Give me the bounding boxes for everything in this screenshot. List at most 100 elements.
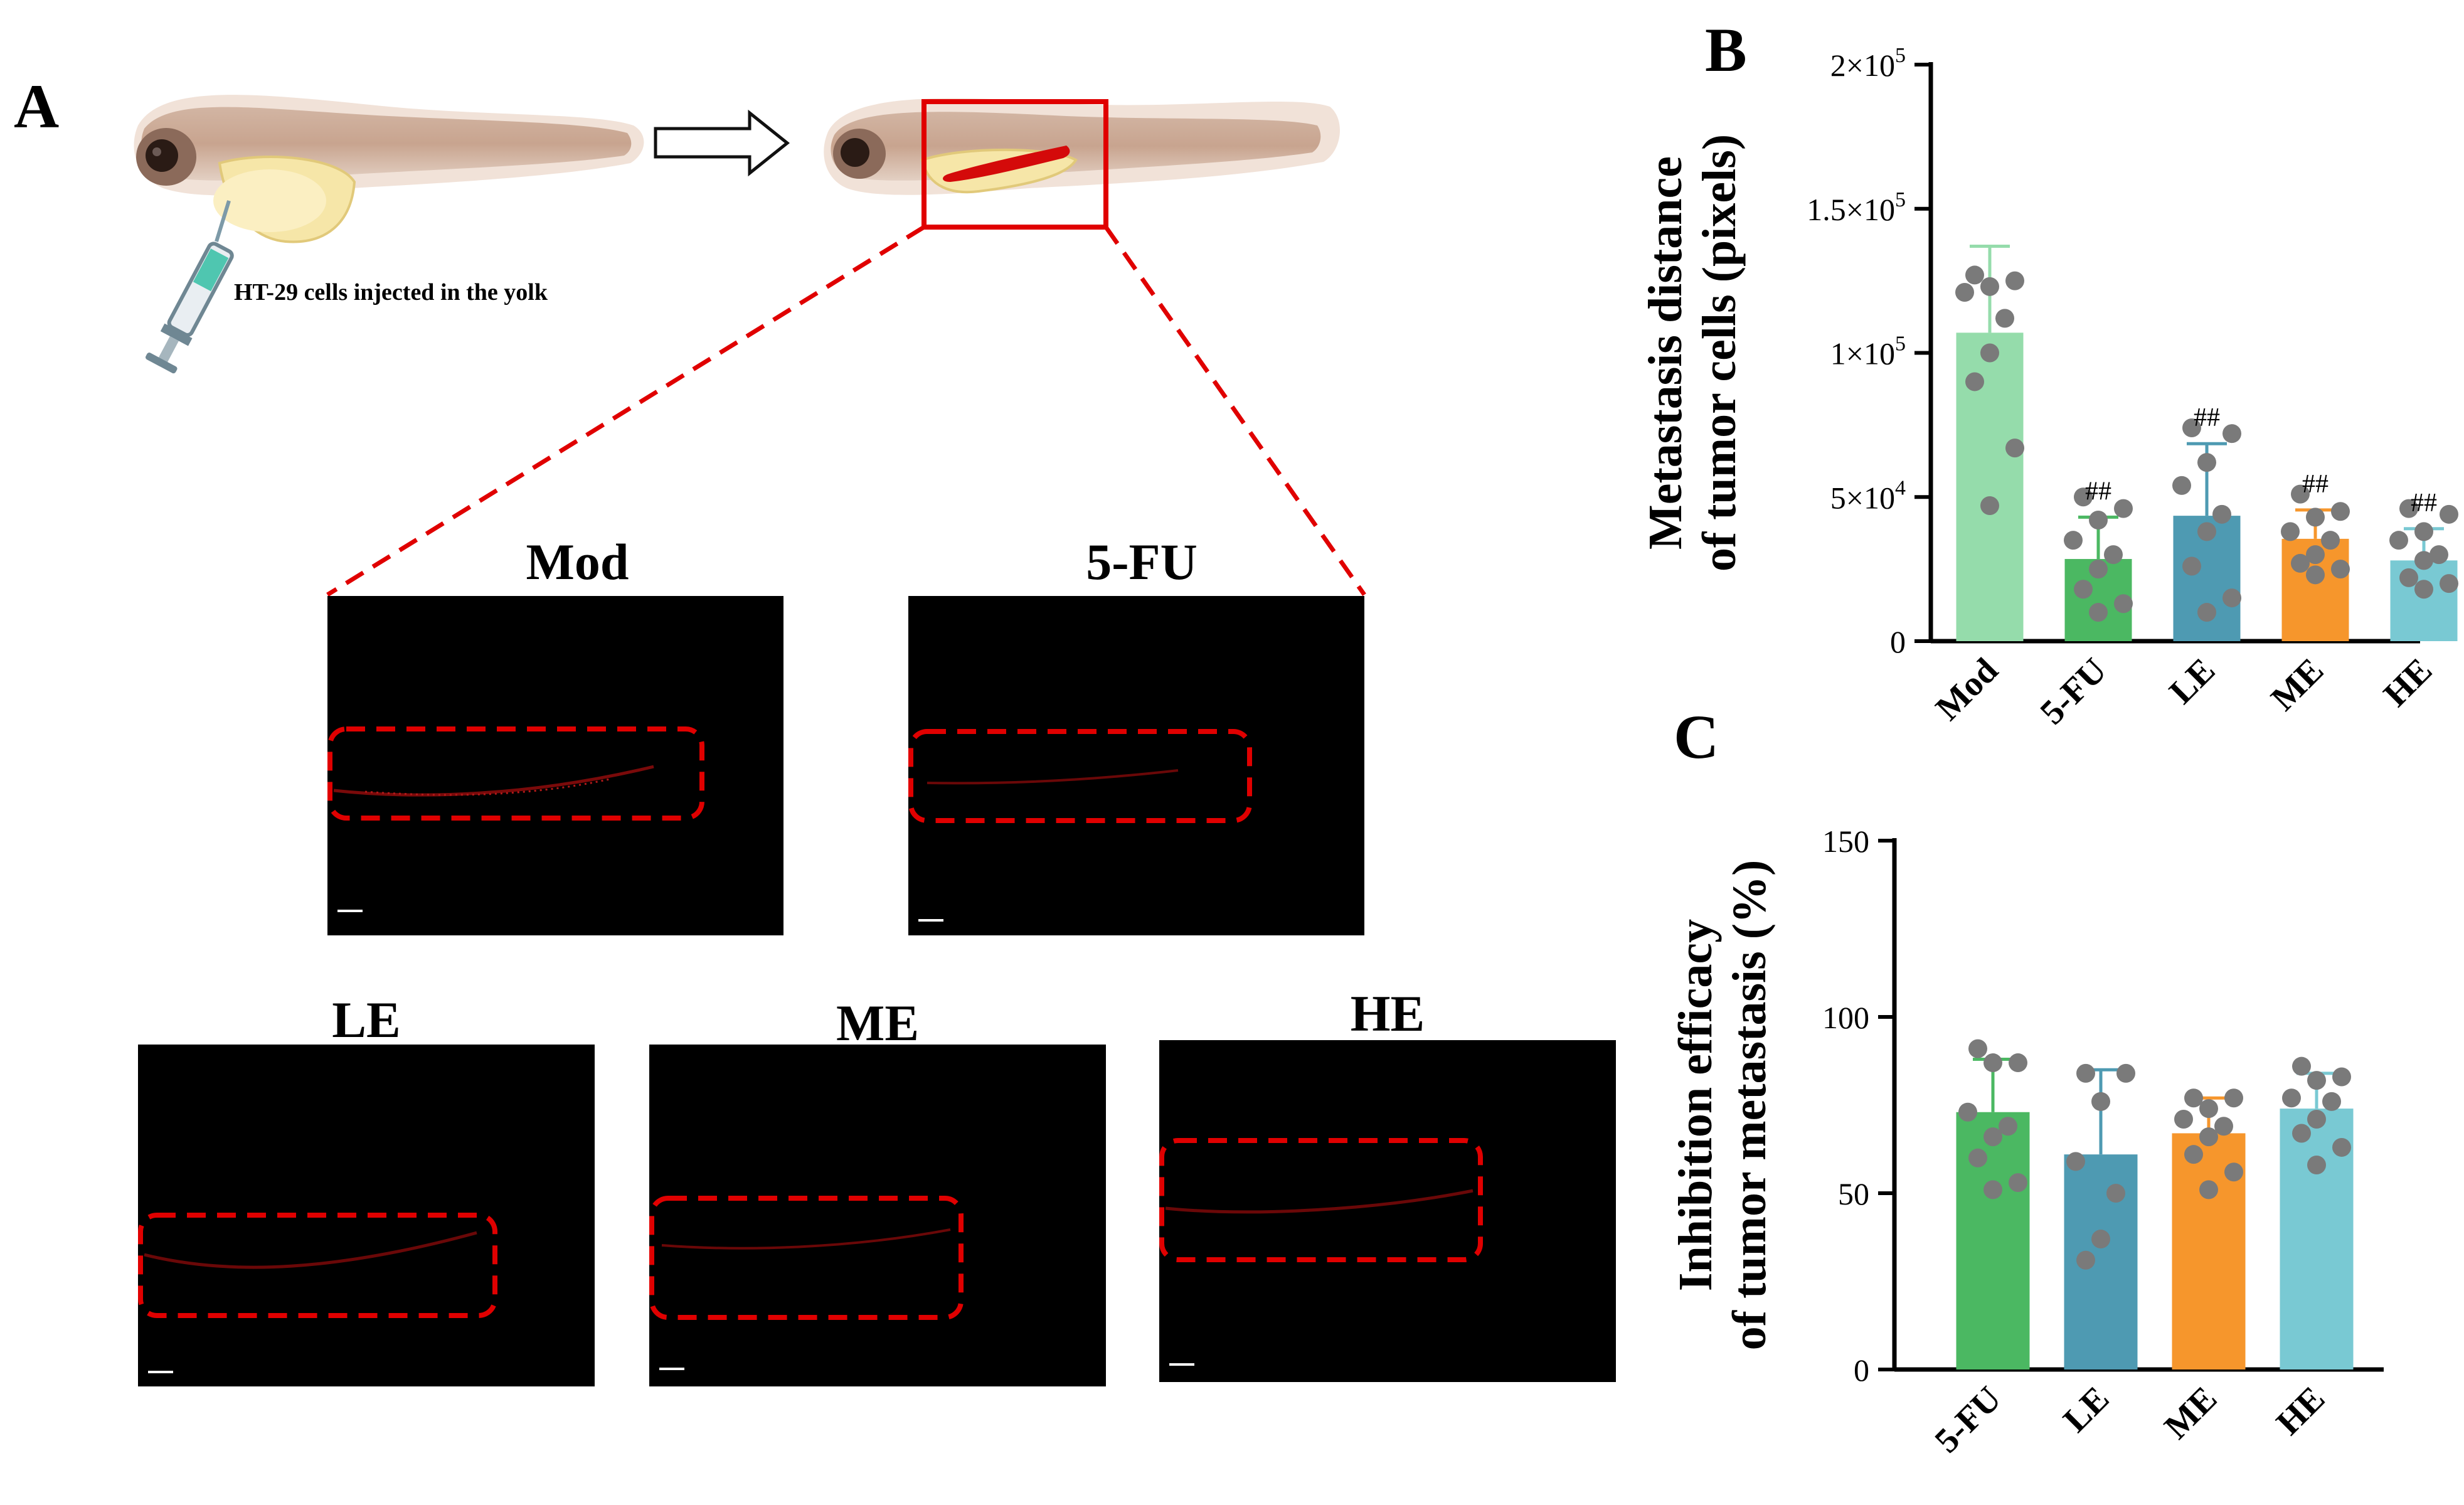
zoom-highlight-box	[921, 99, 1108, 230]
panel-label-c: C	[1674, 702, 1719, 772]
chart-c-data-point	[2332, 1137, 2351, 1157]
chart-c-data-point	[2184, 1088, 2203, 1108]
chart-b-data-point	[2306, 545, 2325, 565]
panel-label-b: B	[1705, 15, 1747, 85]
chart-b-data-point	[2399, 568, 2418, 587]
chart-c-x-tick-label: ME	[2157, 1379, 2225, 1447]
micrograph-le	[138, 1045, 595, 1386]
chart-b-data-point	[2414, 551, 2433, 570]
chart-b-data-point	[2281, 522, 2300, 541]
chart-b-significance-label: ##	[2411, 489, 2437, 518]
chart-b-x-tick-label: ME	[2264, 651, 2332, 718]
schematic-illustration: HT-29 cells injected in the yolk	[134, 95, 1366, 597]
micrograph-title-he: HE	[1350, 985, 1425, 1042]
chart-c-data-point	[2199, 1127, 2218, 1147]
chart-b-data-point	[2306, 508, 2325, 527]
chart-c-data-point	[2116, 1063, 2135, 1083]
chart-b-significance-label: ##	[2302, 470, 2329, 499]
chart-b-y-tick-label: 0	[1890, 624, 1906, 659]
chart-b-data-point	[2005, 439, 2024, 458]
micrograph-5fu	[908, 596, 1364, 935]
chart-b-data-point	[2414, 522, 2433, 541]
chart-c-data-point	[1958, 1102, 1977, 1122]
chart-b-y-tick-label-base: 0	[1890, 624, 1906, 659]
chart-b-y-tick-label-base: 1×10	[1830, 336, 1895, 371]
chart-b-data-point	[2074, 580, 2093, 599]
chart-b-y-label-line2: of tumor cells (pixels)	[1693, 134, 1746, 572]
chart-b-data-point	[2197, 453, 2216, 472]
chart-b-y-tick-label-base: 1.5×10	[1807, 192, 1895, 227]
chart-b-y-tick-label-base: 2×10	[1830, 48, 1895, 83]
chart-b-data-point	[2440, 504, 2458, 524]
chart-b-x-tick-label: Mod	[1928, 651, 2005, 728]
chart-b-y-label-line1: Metastasis distance	[1639, 156, 1692, 550]
micrograph-title-le: LE	[332, 991, 401, 1048]
chart-c-data-point	[2322, 1092, 2341, 1111]
chart-b-data-point	[2212, 504, 2231, 524]
chart-c-data-point	[2224, 1088, 2243, 1108]
chart-b-x-tick-label: HE	[2376, 651, 2440, 714]
chart-b-data-point	[2074, 487, 2093, 507]
arrow-right-icon	[654, 109, 790, 177]
chart-c-data-point	[2282, 1088, 2301, 1108]
chart-b-data-point	[1965, 372, 1984, 391]
chart-c-y-tick-label-base: 100	[1822, 1000, 1869, 1035]
chart-b-y-tick-label-base: 5×10	[1830, 480, 1895, 515]
chart-c-y-tick-label: 150	[1822, 824, 1869, 859]
chart-c-data-point	[2307, 1071, 2326, 1090]
chart-c-data-point	[2091, 1230, 2110, 1249]
chart-b-y-tick-label: 1.5×105	[1807, 188, 1906, 227]
chart-b-data-point	[2182, 556, 2201, 576]
chart-c-data-point	[2199, 1099, 2218, 1119]
chart-b-y-tick-label-exponent: 5	[1895, 332, 1906, 356]
chart-b-data-point	[2399, 499, 2418, 518]
chart-c-data-point	[2292, 1124, 2311, 1143]
chart-c-data-point	[2091, 1092, 2110, 1111]
chart-b-data-point	[2222, 588, 2241, 608]
zebrafish-larva-tumor-icon	[824, 98, 1341, 195]
chart-c-y-tick-label: 50	[1838, 1176, 1869, 1211]
chart-c-data-point	[2332, 1067, 2351, 1087]
chart-c-y-label-line1: Inhibition efficacy	[1669, 919, 1722, 1291]
chart-c-bar-le	[2064, 1154, 2138, 1369]
chart-c-y-label-line2: of tumor metastasis (%)	[1723, 860, 1776, 1351]
chart-b-data-point	[2321, 531, 2340, 550]
chart-b-data-point	[2291, 553, 2310, 573]
chart-b-data-point	[1955, 283, 1974, 302]
chart-b-data-point	[2197, 522, 2216, 541]
chart-b-bar-he	[2390, 560, 2458, 641]
chart-c-x-tick-label: 5-FU	[1928, 1379, 2009, 1460]
chart-c-x-tick-label: LE	[2056, 1379, 2117, 1440]
chart-c-data-point	[2066, 1152, 2085, 1171]
chart-b-data-point	[2429, 545, 2448, 565]
chart-b-y-tick-label-exponent: 4	[1895, 476, 1906, 499]
chart-b-data-point	[2064, 531, 2083, 550]
chart-c-data-point	[2224, 1162, 2243, 1182]
chart-b-data-point	[2331, 502, 2350, 521]
chart-b-x-tick-label: 5-FU	[2033, 651, 2115, 732]
chart-c-y-tick-label: 0	[1854, 1353, 1869, 1388]
chart-b-data-point	[2114, 499, 2133, 518]
chart-b-data-point	[2172, 476, 2191, 495]
chart-c-data-point	[2199, 1180, 2218, 1199]
chart-b-data-point	[2005, 271, 2024, 290]
chart-b-y-tick-label: 5×104	[1830, 476, 1906, 515]
chart-b-data-point	[1965, 265, 1984, 285]
chart-b-y-tick-label-exponent: 5	[1895, 44, 1906, 67]
chart-c-x-tick-label: HE	[2269, 1379, 2332, 1442]
chart-c-y-tick-label-base: 0	[1854, 1353, 1869, 1388]
chart-b-data-point	[1980, 277, 1999, 296]
chart-b-data-point	[2089, 560, 2108, 579]
chart-b-x-tick-label: LE	[2162, 651, 2223, 711]
chart-c-bar-5-fu	[1956, 1112, 2030, 1369]
zebrafish-larva-icon	[134, 95, 644, 243]
chart-b-data-point	[2331, 560, 2350, 579]
chart-b-significance-label: ##	[2194, 403, 2220, 432]
chart-c-data-point	[2307, 1156, 2326, 1175]
chart-b-data-point	[2222, 424, 2241, 444]
chart-c-data-point	[2009, 1173, 2027, 1193]
micrograph-me	[649, 1045, 1106, 1386]
chart-c-data-point	[2009, 1053, 2027, 1073]
chart-b-data-point	[1995, 309, 2014, 328]
